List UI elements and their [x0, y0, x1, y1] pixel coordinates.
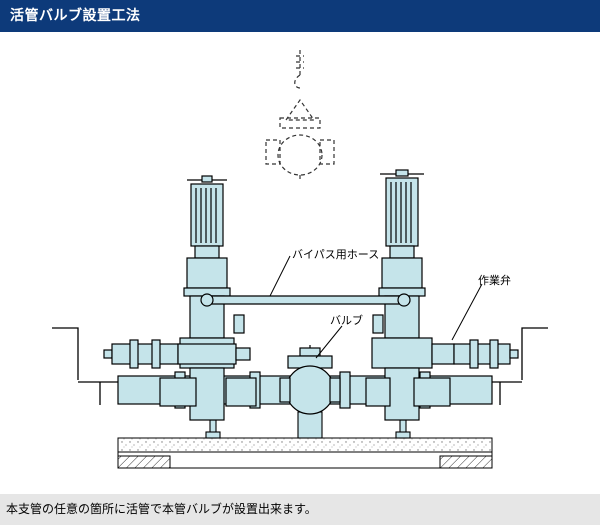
bypass-hose-label: バイパス用ホース	[292, 248, 379, 261]
work-valve-label: 作業弁	[478, 273, 511, 287]
left-horizontal-valve	[103, 339, 251, 369]
page-title: 活管バルブ設置工法	[0, 0, 600, 32]
valve-label: バルブ	[330, 313, 363, 327]
right-horizontal-valve	[431, 339, 519, 369]
bypass-hose	[200, 293, 411, 307]
pipe-supports	[205, 411, 411, 439]
center-valve	[279, 345, 341, 415]
valve-installation-diagram: バイパス用ホース バルブ 作業弁	[52, 50, 548, 469]
hoisted-valve	[265, 50, 335, 182]
caption: 本支管の任意の箇所に活管で本管バルブが設置出来ます。	[0, 494, 600, 525]
leader-lines	[269, 255, 483, 359]
foundation-bed	[117, 437, 493, 469]
